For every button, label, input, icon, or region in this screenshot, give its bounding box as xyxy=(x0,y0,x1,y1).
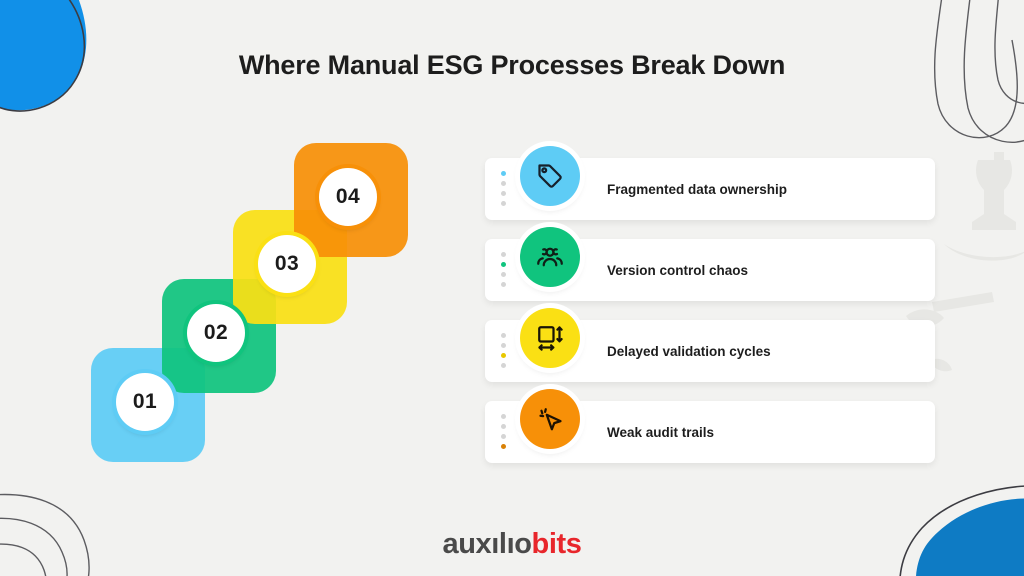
progress-dots xyxy=(501,333,506,368)
list-item[interactable]: Delayed validation cycles xyxy=(485,308,935,382)
people-icon xyxy=(520,227,580,287)
progress-dot xyxy=(501,343,506,348)
card-label: Fragmented data ownership xyxy=(607,181,788,197)
step-number-3: 03 xyxy=(258,235,316,293)
page-title: Where Manual ESG Processes Break Down xyxy=(238,50,786,80)
brand-logo: auxılıobits xyxy=(0,528,1024,561)
progress-dot xyxy=(501,181,506,186)
progress-dot xyxy=(501,262,506,267)
progress-dot xyxy=(501,434,506,439)
step-number-1: 01 xyxy=(116,373,174,431)
step-number-2: 02 xyxy=(187,304,245,362)
progress-dot xyxy=(501,282,506,287)
brand-logo-accent: bits xyxy=(531,528,582,560)
progress-dot xyxy=(501,424,506,429)
card-label: Version control chaos xyxy=(607,262,749,278)
list-item[interactable]: Weak audit trails xyxy=(485,389,935,463)
brand-logo-primary: auxılıo xyxy=(442,528,532,560)
card-label: Delayed validation cycles xyxy=(607,343,771,359)
progress-dot xyxy=(501,414,506,419)
progress-dot xyxy=(501,333,506,338)
staircase-diagram: 01 02 03 04 xyxy=(88,140,418,465)
list-item[interactable]: Version control chaos xyxy=(485,227,935,301)
card-label: Weak audit trails xyxy=(607,424,715,440)
dimensions-icon xyxy=(520,308,580,368)
progress-dot xyxy=(501,444,506,449)
progress-dot xyxy=(501,171,506,176)
cursor-icon xyxy=(520,389,580,449)
progress-dot xyxy=(501,191,506,196)
progress-dots xyxy=(501,252,506,287)
list-item[interactable]: Fragmented data ownership xyxy=(485,146,935,220)
progress-dot xyxy=(501,252,506,257)
progress-dots xyxy=(501,171,506,206)
progress-dot xyxy=(501,353,506,358)
progress-dot xyxy=(501,272,506,277)
step-number-4: 04 xyxy=(319,168,377,226)
progress-dots xyxy=(501,414,506,449)
progress-dot xyxy=(501,201,506,206)
progress-dot xyxy=(501,363,506,368)
issue-card-list: Fragmented data ownership Version contro… xyxy=(485,146,935,482)
tag-icon xyxy=(520,146,580,206)
